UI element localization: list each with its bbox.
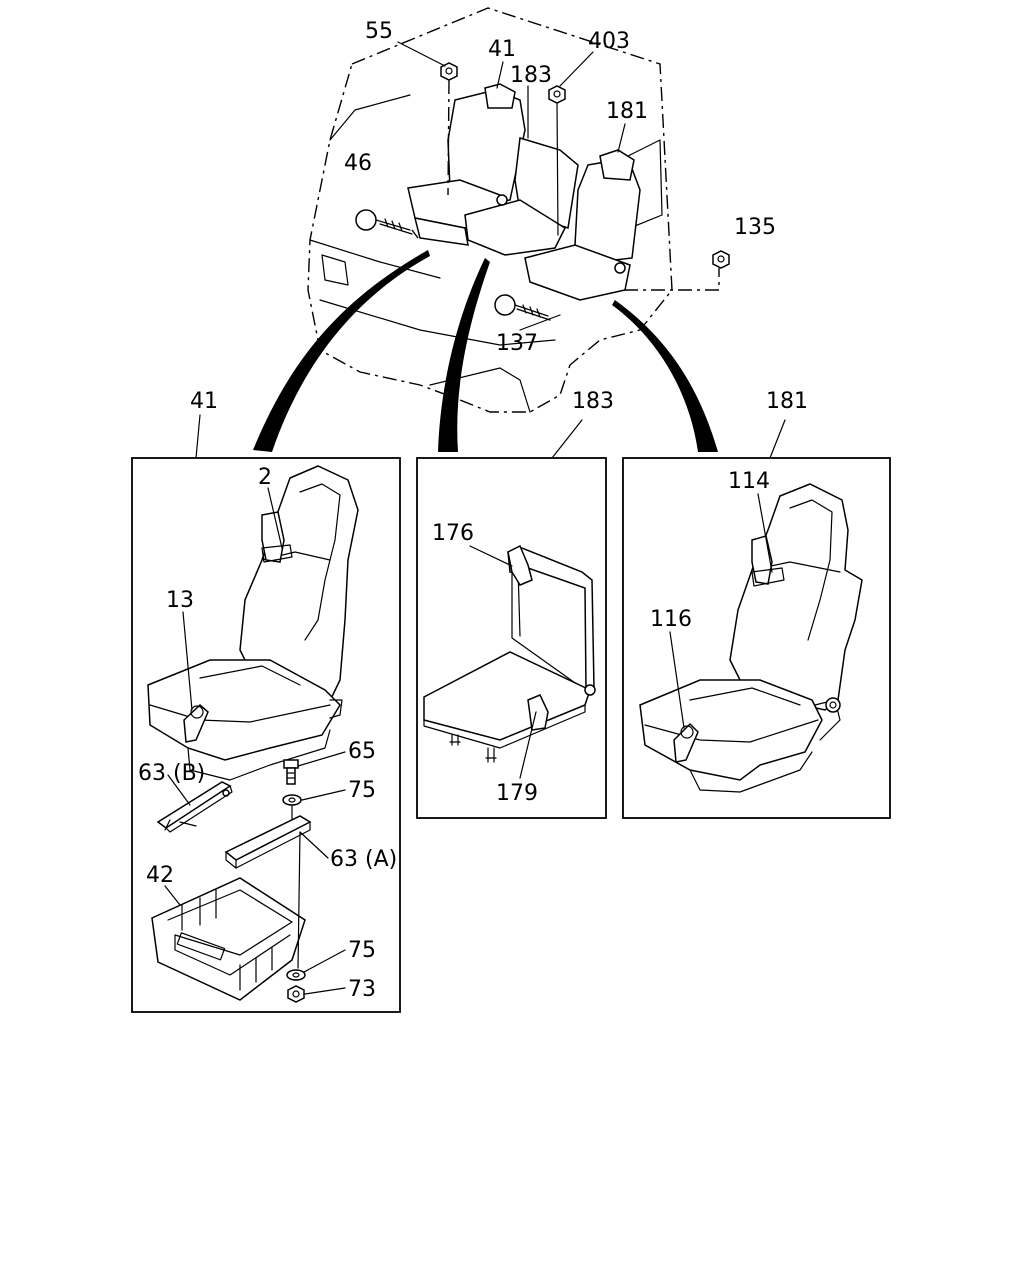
label-75-top: 75 [348,778,376,803]
overview-seat-181 [524,149,641,301]
label-73: 73 [348,977,376,1002]
label-179: 179 [496,781,538,806]
belt-179-icon [527,694,549,731]
label-13: 13 [166,588,194,613]
panel-label-41: 41 [190,389,218,414]
panel-label-183: 183 [572,389,614,414]
panel-181-seat [639,483,863,793]
belt-buckle-2 [261,511,285,563]
label-46: 46 [344,151,372,176]
panel-41 [131,414,401,1013]
panel-41-seat [147,465,359,781]
belt-buckle-116 [673,722,699,763]
cab-overview [307,7,730,413]
rail-63a-icon [224,815,312,869]
bolt-46-icon [355,209,413,235]
arrow-to-181 [612,300,718,452]
nut-73-icon [287,985,305,1003]
overview-seat-183 [464,137,579,256]
nut-135-icon [712,250,730,269]
arrow-to-41 [253,250,430,452]
callout-labels: 55 41 183 403 181 46 135 137 41 183 181 … [138,19,808,1002]
bolt-65-icon [283,759,299,785]
seat-box-42-icon [151,877,306,1001]
cab-panel-line [329,94,411,141]
label-63b: 63 (B) [138,761,205,786]
panel-label-181: 181 [766,389,808,414]
label-75-bottom: 75 [348,938,376,963]
label-183-overview: 183 [510,63,552,88]
label-135: 135 [734,215,776,240]
washer-75-bottom-icon [286,969,306,981]
label-65: 65 [348,739,376,764]
belt-176-icon [507,544,533,586]
nut-403-icon [548,85,566,104]
label-2: 2 [258,465,272,490]
connector-arrows [253,250,718,452]
headlamp-left [321,254,349,286]
label-114: 114 [728,469,770,494]
washer-75-top-icon [282,794,302,806]
arrow-to-183 [438,258,490,452]
label-116: 116 [650,607,692,632]
cab-outline [307,7,673,413]
label-55: 55 [365,19,393,44]
label-176: 176 [432,521,474,546]
label-63a: 63 (A) [330,847,397,872]
label-403: 403 [588,29,630,54]
panel-183 [416,419,607,819]
panel-181 [622,419,891,819]
cab-bumper [429,367,531,413]
label-42: 42 [146,863,174,888]
rail-63b-icon [156,781,233,833]
panel-183-bench [423,544,596,763]
cab-dash-line [309,239,441,279]
label-41-overview: 41 [488,37,516,62]
nut-55-icon [440,62,458,81]
label-137: 137 [496,331,538,356]
bolt-137-icon [494,294,551,321]
label-181-overview: 181 [606,99,648,124]
